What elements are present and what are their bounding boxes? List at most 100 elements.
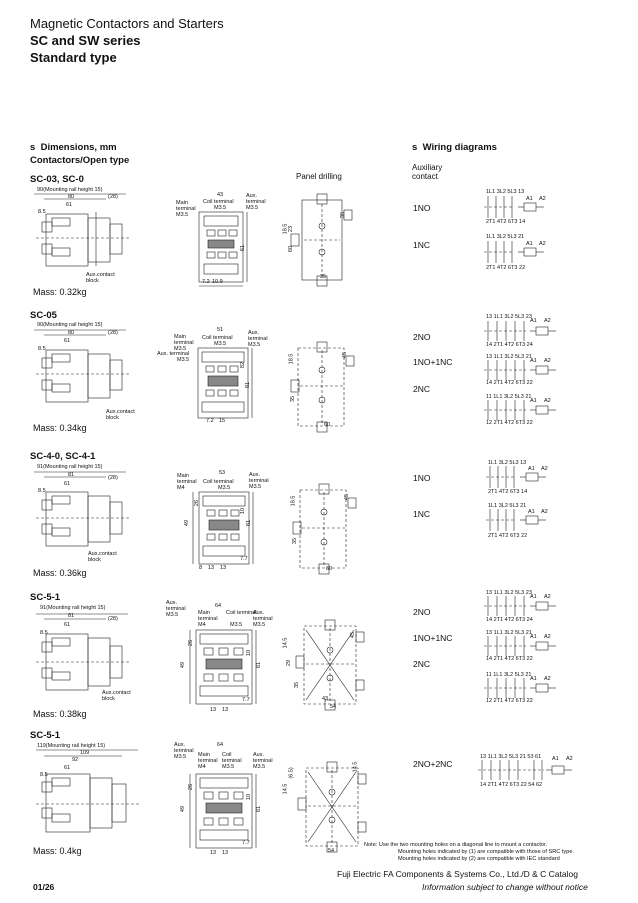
coil-label: A1 bbox=[552, 756, 559, 762]
dim-label: (28) bbox=[108, 616, 118, 622]
panel-drilling-drawing bbox=[292, 483, 357, 575]
page-number: 01/26 bbox=[33, 882, 55, 892]
dim-label: (28) bbox=[108, 330, 118, 336]
wiring-diagram bbox=[484, 400, 556, 420]
coil-label: A1 bbox=[530, 594, 537, 600]
side-dim: 81 bbox=[245, 381, 252, 389]
width-dim: 53 bbox=[219, 470, 226, 476]
wiring-terminals-top: 13 1L1 3L2 5L3 23 bbox=[486, 314, 532, 320]
panel-drilling-label: Panel drilling bbox=[296, 172, 342, 181]
panel-dim: 35 bbox=[320, 274, 327, 280]
dim-label: 81 bbox=[68, 613, 75, 619]
side-dim: 61 bbox=[240, 244, 247, 252]
wiring-terminals-bottom: 14 2T1 4T2 6T3 22 bbox=[486, 656, 533, 662]
side-view-drawing bbox=[34, 193, 130, 267]
side-dim: 26 bbox=[188, 639, 195, 647]
bottom-dim: 7.7 bbox=[240, 556, 248, 562]
dim-label: 61 bbox=[64, 481, 71, 487]
wiring-terminals-top: 1L1 3L2 5L3 13 bbox=[488, 460, 527, 466]
coil-label: A1 bbox=[530, 318, 537, 324]
bottom-dim: 13 bbox=[220, 565, 227, 571]
side-dim: 49 bbox=[184, 519, 191, 527]
front-view-drawing bbox=[198, 211, 248, 287]
dim-label: 61 bbox=[64, 622, 71, 628]
coil-terminal-size: M3.5 bbox=[218, 485, 231, 491]
width-dim: 51 bbox=[217, 327, 224, 333]
dim-label: 80 bbox=[68, 194, 75, 200]
wiring-diagram bbox=[484, 636, 556, 656]
bottom-dim: 13 bbox=[210, 707, 217, 713]
coil-terminal-size: M3.5 bbox=[230, 622, 243, 628]
panel-dim: 35 bbox=[340, 211, 347, 219]
wiring-diagram bbox=[486, 509, 546, 531]
bottom-dim: 10.9 bbox=[212, 279, 223, 285]
disclaimer: Information subject to change without no… bbox=[422, 882, 588, 892]
coil-label: A2 bbox=[541, 466, 548, 472]
dim-label: 109 bbox=[80, 750, 90, 756]
panel-dim: 35 bbox=[290, 395, 297, 403]
bottom-dim: 7.7 bbox=[242, 697, 250, 703]
coil-terminal-size: M3.5 bbox=[214, 205, 227, 211]
panel-dim: 60 bbox=[326, 566, 333, 572]
bottom-dim: 13 bbox=[222, 707, 229, 713]
wiring-diagram bbox=[484, 196, 544, 218]
coil-label: A1 bbox=[528, 466, 535, 472]
wiring-title: Wiring diagrams bbox=[422, 142, 497, 153]
wiring-terminals-top: 13 1L1 3L2 5L3 21 bbox=[486, 630, 532, 636]
rail-dimension: 91(Mounting rail height 15) bbox=[40, 605, 106, 611]
dim-label: 8.5 bbox=[40, 630, 48, 636]
panel-dim: 60 bbox=[288, 245, 295, 253]
wiring-diagram bbox=[486, 466, 546, 488]
coil-label: A1 bbox=[530, 398, 537, 404]
width-dim: 64 bbox=[215, 603, 222, 609]
company-name: Fuji Electric FA Components & Systems Co… bbox=[337, 869, 578, 879]
wiring-terminals-top: 13 1L1 3L2 5L3 21 bbox=[486, 354, 532, 360]
bottom-dim: 13 bbox=[222, 850, 229, 856]
bottom-dim: 8 bbox=[199, 565, 203, 571]
wiring-terminals-top: 11 1L1 3L2 5L3 21 bbox=[486, 672, 532, 678]
side-dim: 81 bbox=[256, 661, 263, 669]
wiring-label: 2NO+2NC bbox=[413, 759, 453, 769]
front-view-drawing bbox=[197, 347, 253, 419]
side-view-drawing bbox=[36, 749, 140, 833]
wiring-diagram bbox=[478, 760, 572, 780]
side-dim: 10 bbox=[240, 507, 247, 515]
coil-label: A2 bbox=[544, 594, 551, 600]
model-title: SC-5-1 bbox=[30, 592, 61, 603]
panel-drilling-drawing bbox=[290, 341, 355, 433]
mass-label: Mass: 0.38kg bbox=[33, 709, 87, 719]
panel-dim: 45 bbox=[344, 493, 351, 501]
panel-dim: 45 bbox=[350, 631, 357, 639]
side-view-drawing bbox=[34, 329, 130, 403]
dim-label: 8.5 bbox=[40, 772, 48, 778]
coil-label: A2 bbox=[539, 241, 546, 247]
model-title: SC-05 bbox=[30, 310, 57, 321]
dim-label: (28) bbox=[108, 475, 118, 481]
wiring-diagram bbox=[484, 241, 544, 263]
bullet-icon: s bbox=[412, 142, 418, 153]
wiring-label: 2NO bbox=[413, 607, 431, 617]
coil-terminal-size: M3.5 bbox=[214, 341, 227, 347]
bottom-dim: 7.2 bbox=[206, 418, 214, 424]
wiring-diagram bbox=[484, 596, 556, 616]
wiring-terminals-bottom: 12 2T1 4T2 6T3 22 bbox=[486, 698, 533, 704]
side-dim: 26 bbox=[188, 783, 195, 791]
width-dim: 64 bbox=[217, 742, 224, 748]
wiring-label: 2NC bbox=[413, 384, 431, 394]
panel-dim: 14.5 bbox=[282, 637, 289, 649]
rail-dimension: 90(Mounting rail height 15) bbox=[37, 187, 103, 193]
mass-label: Mass: 0.4kg bbox=[33, 846, 82, 856]
dim-label: 81 bbox=[68, 472, 75, 478]
dim-label: 61 bbox=[66, 202, 73, 208]
coil-terminal-label: Coil terminal bbox=[226, 610, 257, 616]
bullet-icon: s bbox=[30, 142, 36, 153]
coil-label: A2 bbox=[544, 318, 551, 324]
